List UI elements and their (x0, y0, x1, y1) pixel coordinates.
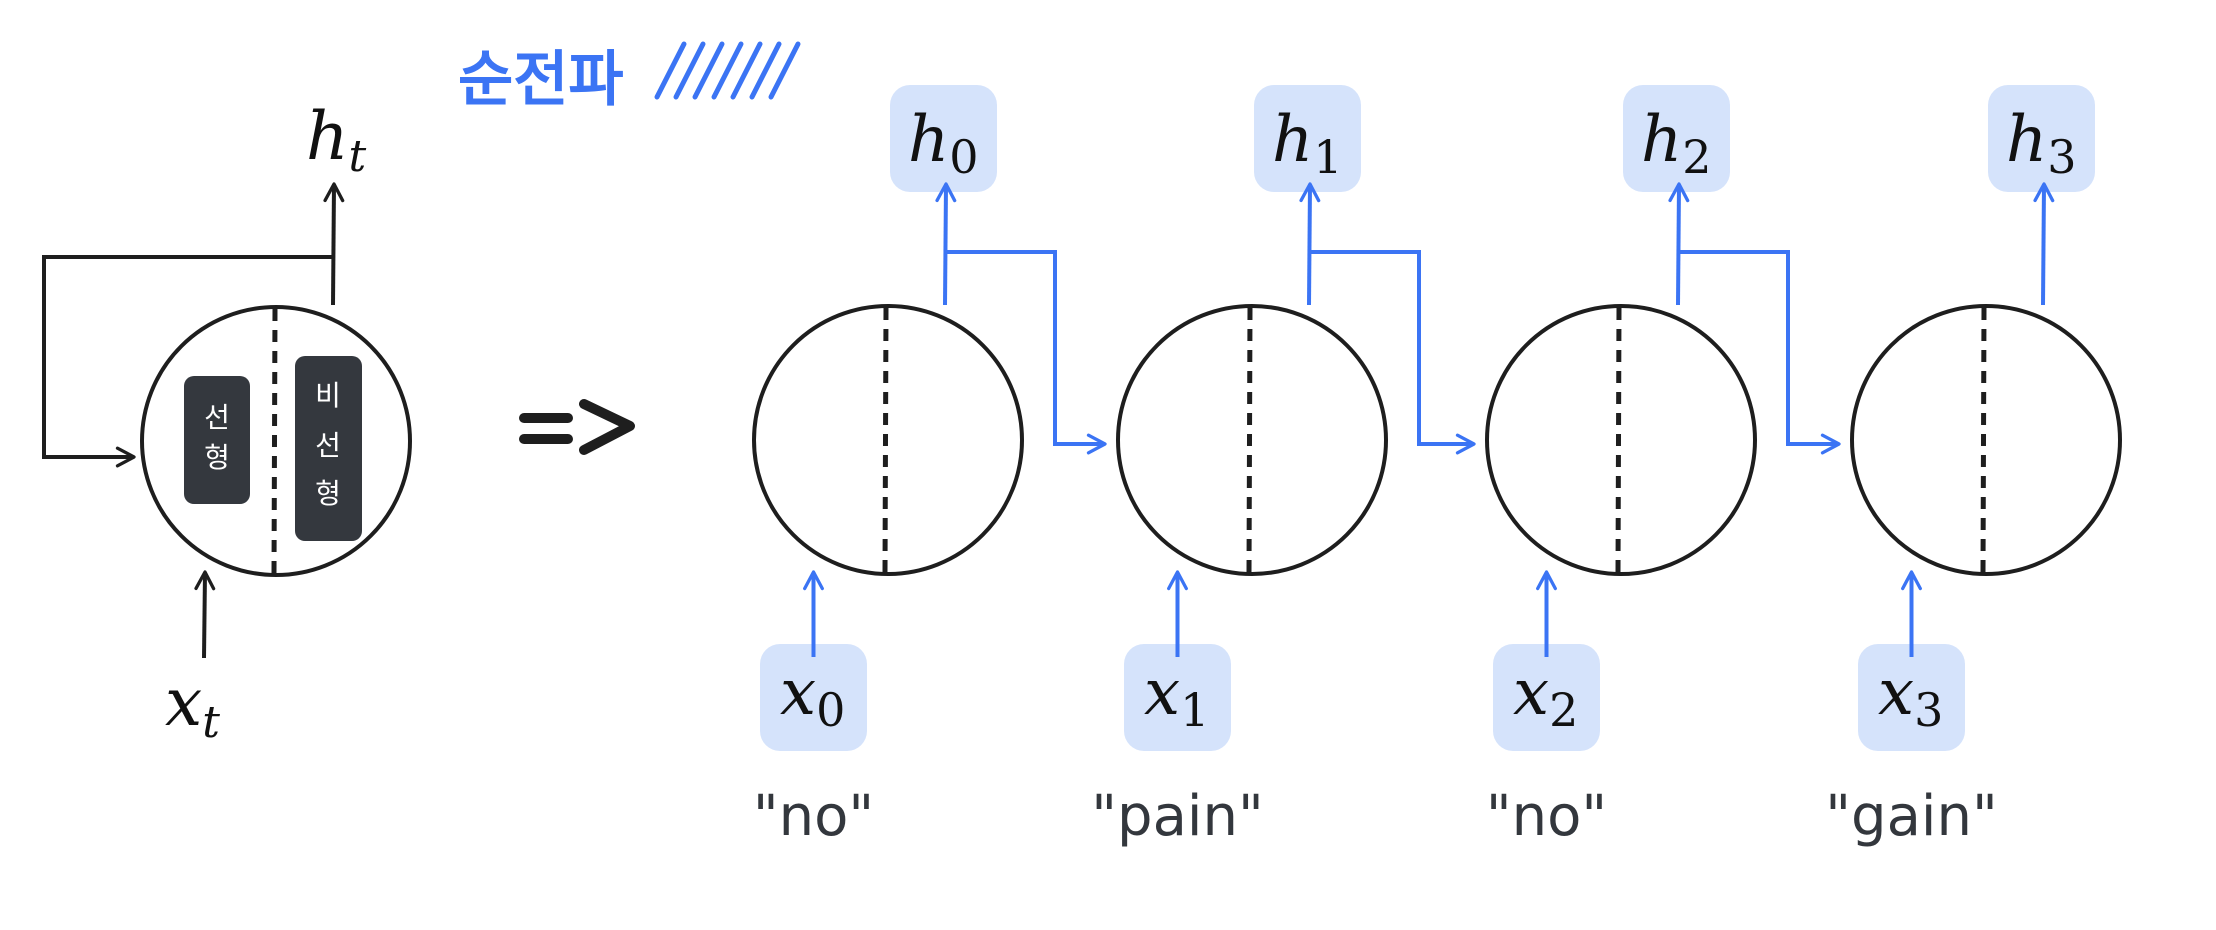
nonlinear-block (295, 356, 362, 541)
cell-divider (882, 307, 889, 573)
linear-block-char-2: 형 (204, 441, 230, 474)
output-arrow (935, 182, 957, 306)
token-word: "pain" (1091, 784, 1263, 849)
rolled-rnn-cell: 선 형 비 선 형 ht xt (42, 98, 412, 748)
input-label: x0 (780, 656, 845, 737)
hatch-slash (730, 41, 763, 100)
input-label-x-t: xt (165, 664, 220, 748)
cell-divider (271, 308, 278, 574)
input-box (1493, 644, 1600, 751)
hidden-state-box (1254, 85, 1361, 192)
input-label: x2 (1513, 656, 1578, 737)
hatch-slash (749, 41, 782, 100)
cell-divider (1615, 307, 1622, 573)
hidden-state-label: h0 (908, 103, 979, 184)
hatch-slash (711, 41, 744, 100)
token-word: "no" (1486, 784, 1607, 849)
cell-divider (1246, 307, 1253, 573)
cell-divider (1980, 307, 1987, 573)
output-arrow (1299, 182, 1321, 306)
rnn-cell-circle (752, 304, 1024, 576)
linear-block (184, 376, 250, 504)
hidden-state-pass-arrow (1679, 250, 1841, 455)
output-arrow (323, 182, 345, 306)
input-box (1858, 644, 1965, 751)
time-step-1: h1 x1 "pain" (1091, 85, 1476, 849)
input-arrow (194, 570, 216, 659)
time-step-3: h3 x3 "gain" (1825, 85, 2122, 849)
hatch-decoration (654, 41, 801, 100)
recurrent-loop-arrow (42, 255, 332, 468)
input-box (760, 644, 867, 751)
rnn-cell-circle (1850, 304, 2122, 576)
input-box (1124, 644, 1231, 751)
output-arrow (1668, 182, 1690, 306)
title-group: 순전파 (458, 41, 801, 115)
hatch-slash (673, 41, 706, 100)
unroll-arrow-symbol (519, 399, 635, 455)
time-step-2: h2 x2 "no" (1485, 85, 1841, 849)
output-arrow (2033, 182, 2055, 306)
hatch-slash (654, 41, 687, 100)
linear-block-char-1: 선 (204, 401, 230, 434)
hidden-state-label: h1 (1272, 103, 1343, 184)
hatch-slash (768, 41, 801, 100)
hidden-state-box (1988, 85, 2095, 192)
token-word: "gain" (1825, 784, 1997, 849)
nonlinear-block-char-1: 비 (315, 379, 341, 412)
hatch-slash (692, 41, 725, 100)
hidden-state-pass-arrow (1310, 250, 1476, 455)
rnn-cell-circle (1116, 304, 1388, 576)
token-word: "no" (753, 784, 874, 849)
output-label-h-t: ht (306, 98, 367, 182)
hidden-state-pass-arrow (946, 250, 1107, 455)
forward-pass-title: 순전파 (458, 45, 624, 115)
hidden-state-label: h2 (1641, 103, 1712, 184)
hidden-state-box (1623, 85, 1730, 192)
unrolled-sequence: h0 x0 "no" h1 x1 "pain" h2 x2 "no" h3 x3 "gain" (752, 85, 2122, 849)
nonlinear-block-char-2: 선 (315, 429, 341, 462)
rnn-cell-circle (1485, 304, 1757, 576)
rolled-cell-circle (140, 305, 412, 577)
nonlinear-block-char-3: 형 (315, 477, 341, 510)
hidden-state-box (890, 85, 997, 192)
hidden-state-label: h3 (2006, 103, 2077, 184)
time-step-0: h0 x0 "no" (752, 85, 1107, 849)
input-label: x3 (1878, 656, 1943, 737)
input-label: x1 (1144, 656, 1209, 737)
